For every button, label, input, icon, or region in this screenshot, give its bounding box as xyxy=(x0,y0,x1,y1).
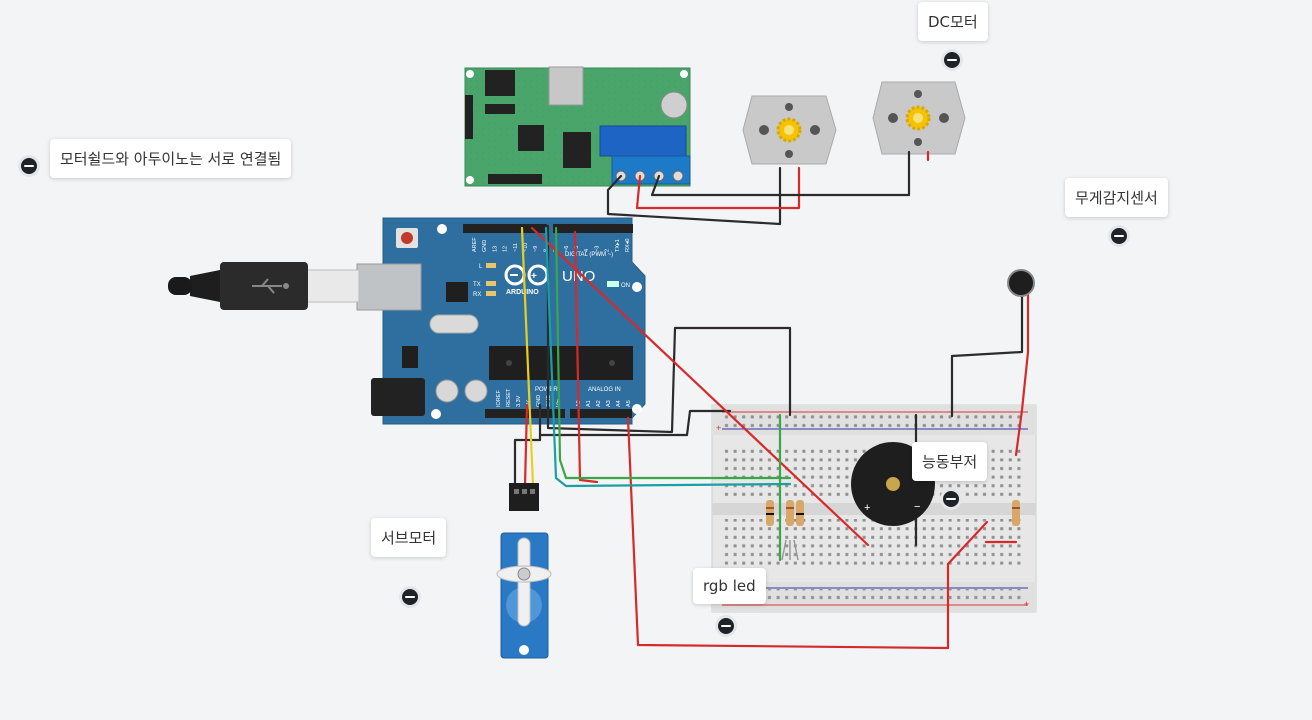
minus-circle-icon[interactable] xyxy=(18,155,40,177)
minus-circle-icon[interactable] xyxy=(941,49,963,71)
pin-label: GND xyxy=(536,395,542,407)
pin-label: ~6 xyxy=(564,246,570,252)
pin-label: IOREF xyxy=(496,390,502,407)
power-label: POWER xyxy=(535,387,558,393)
wires[interactable] xyxy=(513,150,1030,650)
pin-label: ~5 xyxy=(574,246,580,252)
analog-label: ANALOG IN xyxy=(588,387,621,393)
pin-label: A2 xyxy=(596,400,602,407)
arduino-uno-board[interactable]: + ARDUINO UNO DIGITAL (PWM ~) POWER ANAL… xyxy=(356,217,646,425)
pin-label: RX◂0 xyxy=(625,239,631,252)
led-tx-label: TX xyxy=(473,282,481,288)
usb-icon xyxy=(252,278,289,294)
rgb-led[interactable] xyxy=(781,539,799,561)
note-weight-sensor[interactable]: 무게감지센서 xyxy=(1065,178,1168,217)
note-rgb-led[interactable]: rgb led xyxy=(693,568,766,604)
gear-icon xyxy=(776,117,802,143)
digital-label: DIGITAL (PWM ~) xyxy=(565,252,613,258)
pin-label: GND xyxy=(482,240,488,252)
svg-text:+: + xyxy=(531,271,537,282)
pin-label: ~10 xyxy=(523,243,529,252)
usb-cable[interactable] xyxy=(168,262,360,310)
dc-motor-1[interactable] xyxy=(742,95,837,165)
svg-text:+: + xyxy=(716,423,721,433)
led-rx-label: RX xyxy=(473,292,481,298)
pin-label: 2 xyxy=(605,249,611,252)
note-active-buzzer[interactable]: 능동부저 xyxy=(912,442,988,481)
servo-motor[interactable] xyxy=(496,483,552,659)
pin-label: 4 xyxy=(584,249,590,252)
minus-circle-icon[interactable] xyxy=(940,488,962,510)
gear-icon xyxy=(905,105,931,131)
pin-label: ~9 xyxy=(533,246,539,252)
dc-motor-2[interactable] xyxy=(872,81,966,155)
pin-label: 3.3V xyxy=(516,395,522,407)
svg-text:−: − xyxy=(914,501,920,513)
note-servo-motor[interactable]: 서브모터 xyxy=(371,518,447,557)
pin-label: A1 xyxy=(586,400,592,407)
pin-label: ~3 xyxy=(594,246,600,252)
weight-sensor[interactable] xyxy=(1007,269,1035,297)
board-brand: ARDUINO xyxy=(506,289,539,296)
pin-label: 12 xyxy=(503,246,509,252)
resistors[interactable] xyxy=(766,500,1020,526)
svg-text:+: + xyxy=(864,502,870,514)
led-l-label: L xyxy=(479,264,483,270)
pin-label: A5 xyxy=(626,400,632,407)
pin-label: A4 xyxy=(616,400,622,407)
svg-text:+: + xyxy=(1024,599,1029,609)
minus-circle-icon[interactable] xyxy=(1108,225,1130,247)
minus-circle-icon[interactable] xyxy=(715,615,737,637)
pin-label: TX▸1 xyxy=(615,239,621,252)
motor-driver-shield[interactable] xyxy=(464,66,691,187)
pin-label: ~11 xyxy=(513,243,519,252)
pin-label: RESET xyxy=(506,388,512,407)
pin-label: AREF xyxy=(472,237,478,252)
note-dc-motor[interactable]: DC모터 xyxy=(918,2,988,41)
pin-label: A3 xyxy=(606,400,612,407)
pin-label: 13 xyxy=(492,246,498,252)
note-motor-shield[interactable]: 모터쉴드와 아두이노는 서로 연결됨 xyxy=(50,139,292,178)
on-led-label: ON xyxy=(621,283,630,289)
minus-circle-icon[interactable] xyxy=(399,586,421,608)
